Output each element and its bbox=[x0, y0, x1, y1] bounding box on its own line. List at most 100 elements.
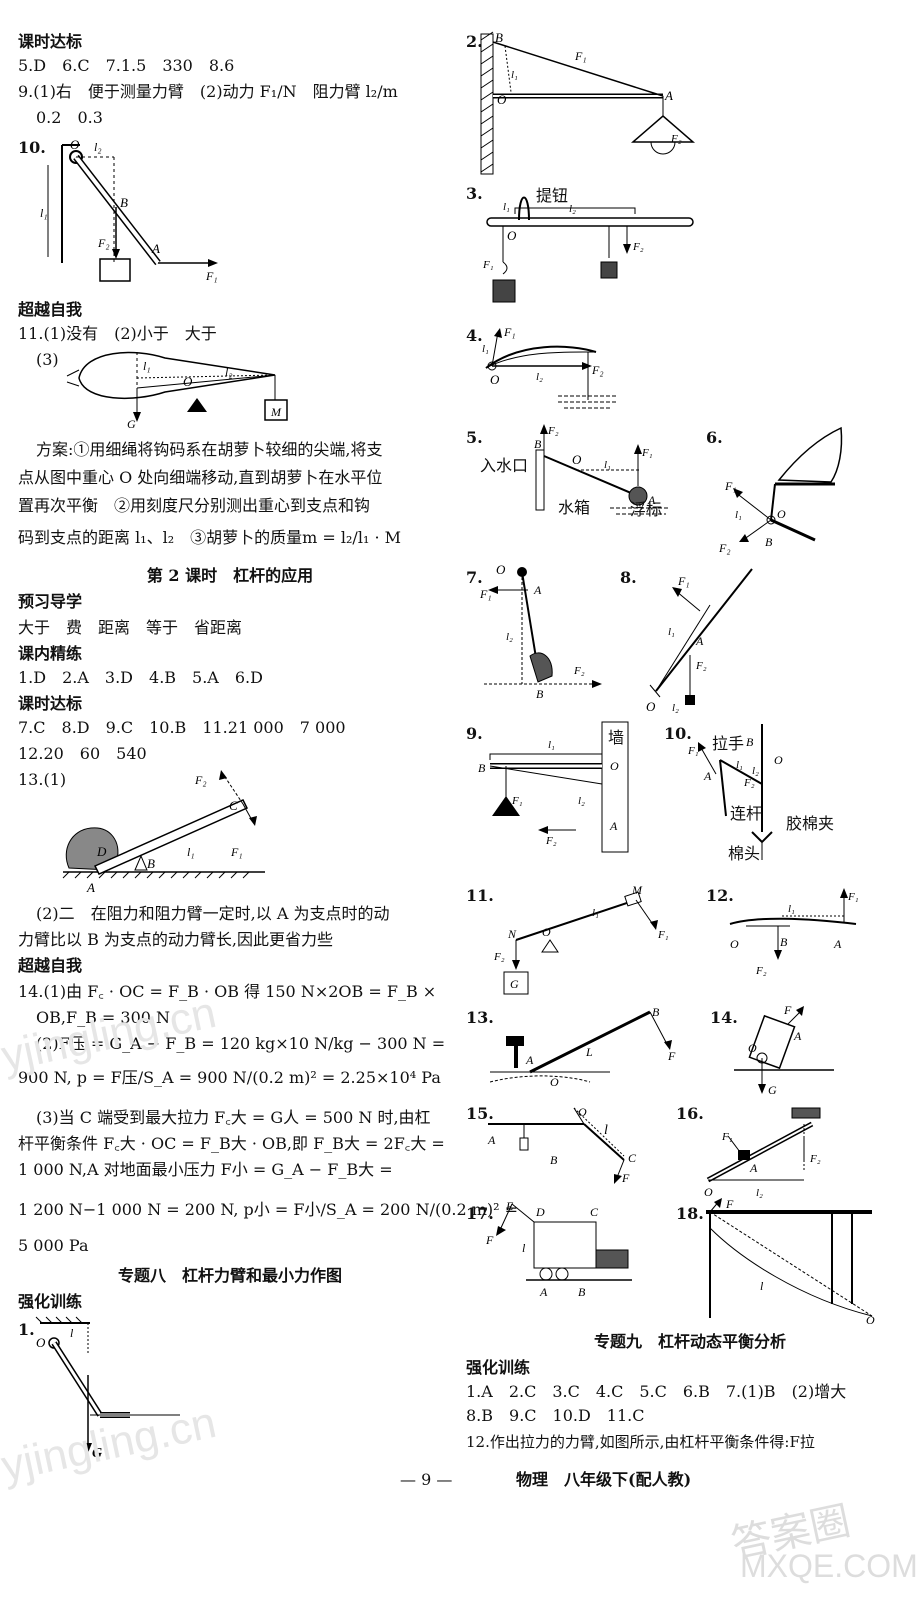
svg-text:F₁: F₁ bbox=[657, 929, 669, 941]
svg-text:F: F bbox=[725, 1198, 734, 1211]
heading-qianghua: 强化训练 bbox=[18, 1292, 83, 1311]
answer-line: 力臂比以 B 为支点的动力臂长,因此更省力些 bbox=[18, 930, 334, 949]
svg-text:F: F bbox=[486, 1233, 494, 1247]
answer-line: 5 000 Pa bbox=[18, 1236, 89, 1255]
svg-text:F₁: F₁ bbox=[511, 795, 523, 807]
svg-text:B: B bbox=[765, 535, 773, 549]
question-number: 17. bbox=[466, 1204, 494, 1223]
question-number: 1. bbox=[18, 1320, 35, 1339]
answer-line: 12.作出拉力的力臂,如图所示,由杠杆平衡条件得:F拉 bbox=[466, 1433, 815, 1451]
question-number: 15. bbox=[466, 1104, 494, 1123]
svg-text:l₂: l₂ bbox=[506, 631, 513, 643]
section-title: 专题八 杠杆力臂和最小力作图 bbox=[117, 1266, 342, 1285]
svg-text:B: B bbox=[147, 856, 155, 871]
answer-line: (2)F压 = G_A − F_B = 120 kg×10 N/kg − 300… bbox=[36, 1034, 446, 1053]
figure-mop: F₁ A l₁ l₂ B O F₂ bbox=[687, 724, 783, 860]
svg-text:F₁: F₁ bbox=[641, 447, 653, 459]
answer-line: 8.B 9.C 10.D 11.C bbox=[466, 1406, 645, 1425]
label-mop-head: 棉头 bbox=[728, 844, 761, 863]
svg-text:l₁: l₁ bbox=[511, 69, 518, 81]
svg-text:A: A bbox=[833, 937, 842, 951]
svg-text:A: A bbox=[664, 88, 673, 103]
svg-text:l₁: l₁ bbox=[735, 509, 742, 521]
figure-lever-13: D B A C F₂ F₁ l₁ bbox=[62, 770, 265, 895]
label-wall: 墙 bbox=[608, 728, 625, 747]
figure-lever-12: O B A l₁ F₁ F₂ bbox=[729, 888, 859, 977]
svg-text:M: M bbox=[270, 405, 282, 419]
figure-box-14: F A O G bbox=[734, 1003, 834, 1097]
svg-text:F₁: F₁ bbox=[574, 49, 587, 63]
svg-text:l: l bbox=[522, 1241, 526, 1255]
svg-text:l₁: l₁ bbox=[40, 206, 48, 220]
svg-text:F₂: F₂ bbox=[573, 665, 585, 677]
svg-text:l₁: l₁ bbox=[187, 845, 195, 859]
answer-line: 14.(1)由 F꜀ · OC = F_B · OB 得 150 N×2OB =… bbox=[18, 982, 437, 1001]
svg-text:A: A bbox=[525, 1053, 534, 1067]
svg-text:l₁: l₁ bbox=[788, 903, 795, 915]
svg-text:D: D bbox=[96, 844, 107, 859]
answer-line: 11.(1)没有 (2)小于 大于 bbox=[18, 324, 217, 343]
svg-text:l: l bbox=[604, 1123, 608, 1138]
svg-text:A: A bbox=[151, 241, 160, 256]
svg-text:G: G bbox=[127, 417, 136, 430]
svg-text:l₁: l₁ bbox=[668, 626, 675, 638]
svg-text:B: B bbox=[478, 761, 486, 775]
heading-kenei: 课内精练 bbox=[18, 644, 83, 663]
svg-text:l₁: l₁ bbox=[482, 343, 489, 355]
question-number: 13. bbox=[466, 1008, 494, 1027]
svg-text:F₁: F₁ bbox=[677, 574, 690, 588]
label-float: 浮标 bbox=[630, 500, 663, 519]
page-number: — 9 — bbox=[400, 1470, 453, 1489]
answer-line: (3)当 C 端受到最大拉力 F꜀大 = G人 = 500 N 时,由杠 bbox=[36, 1108, 431, 1127]
figure-spoon: O F₁ A l₂ B F₂ bbox=[479, 562, 602, 700]
figure-crowbar: A O L B F bbox=[490, 1005, 676, 1089]
svg-text:B: B bbox=[746, 735, 754, 749]
svg-text:O: O bbox=[774, 753, 783, 767]
svg-text:E: E bbox=[505, 1200, 514, 1213]
answer-line: 1.A 2.C 3.C 4.C 5.C 6.B 7.(1)B (2)增大 bbox=[466, 1382, 847, 1401]
svg-text:l₂: l₂ bbox=[536, 371, 543, 383]
svg-text:A: A bbox=[86, 880, 95, 895]
svg-text:O: O bbox=[748, 1041, 757, 1055]
svg-text:A: A bbox=[749, 1161, 758, 1175]
svg-text:B: B bbox=[536, 687, 544, 700]
svg-text:F₁: F₁ bbox=[230, 845, 243, 859]
answer-line: 大于 费 距离 等于 省距离 bbox=[18, 618, 243, 637]
answer-line: 置再次平衡 ②用刻度尺分别测出重心到支点和钩 bbox=[18, 496, 371, 515]
question-number: 3. bbox=[466, 184, 483, 203]
question-number: 5. bbox=[466, 428, 483, 447]
svg-text:l₂: l₂ bbox=[752, 765, 759, 777]
svg-text:F₂: F₂ bbox=[97, 236, 110, 250]
answer-line: 1 200 N−1 000 N = 200 N, p小 = F小/S_A = 2… bbox=[18, 1200, 519, 1219]
answer-line: 方案:①用细绳将钩码系在胡萝卜较细的尖端,将支 bbox=[36, 440, 383, 459]
figure-lever-q1: O l G bbox=[35, 1316, 180, 1461]
svg-text:C: C bbox=[628, 1151, 637, 1165]
svg-text:G: G bbox=[768, 1083, 777, 1097]
svg-text:A: A bbox=[703, 769, 712, 783]
svg-text:A: A bbox=[539, 1285, 548, 1299]
figure-carrot: l₁ O l₂ G M bbox=[66, 351, 288, 430]
svg-text:l₂: l₂ bbox=[578, 795, 585, 807]
figure-lever-11: N O l₁ M F₁ F₂ G bbox=[493, 883, 669, 995]
svg-text:l₂: l₂ bbox=[225, 365, 233, 379]
svg-text:F₂: F₂ bbox=[545, 835, 557, 847]
svg-text:F₁: F₁ bbox=[847, 891, 859, 903]
svg-text:F₂: F₂ bbox=[670, 133, 682, 145]
svg-text:B: B bbox=[578, 1285, 586, 1299]
svg-text:l: l bbox=[760, 1279, 764, 1293]
svg-text:F: F bbox=[621, 1171, 630, 1185]
svg-text:O: O bbox=[496, 562, 506, 577]
svg-text:O: O bbox=[550, 1075, 559, 1089]
svg-text:O: O bbox=[572, 452, 582, 467]
watermark: MXQE.COM bbox=[740, 1548, 918, 1584]
svg-text:l₁: l₁ bbox=[736, 759, 743, 771]
svg-text:l₁: l₁ bbox=[592, 907, 599, 919]
figure-lever-r2: B O A F₁ l₁ F₂ bbox=[480, 30, 696, 175]
svg-text:l₁: l₁ bbox=[604, 459, 611, 471]
svg-text:C: C bbox=[590, 1205, 599, 1219]
answer-line: 点从图中重心 O 处向细端移动,直到胡萝卜在水平位 bbox=[18, 468, 383, 487]
heading-chaoyue: 超越自我 bbox=[18, 956, 83, 975]
svg-text:A: A bbox=[487, 1133, 496, 1147]
svg-text:A: A bbox=[647, 493, 656, 507]
svg-text:l₂: l₂ bbox=[672, 702, 679, 714]
